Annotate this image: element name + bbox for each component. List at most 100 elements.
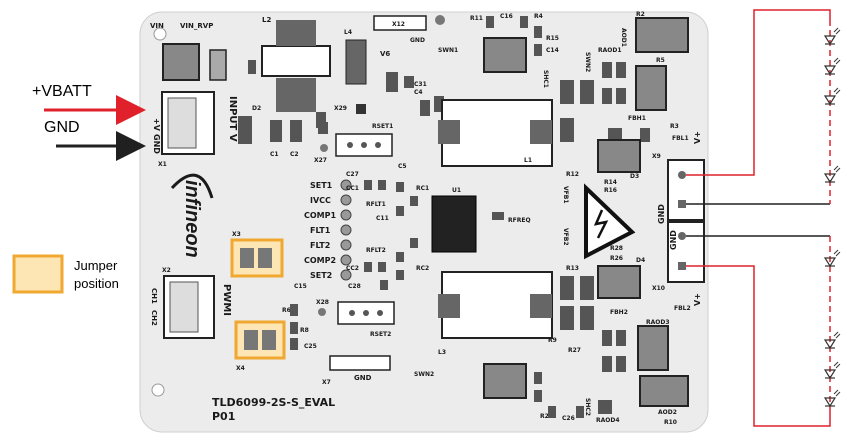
out-label-vplus-1: V+ bbox=[693, 131, 702, 144]
pwm-connector-inner bbox=[169, 281, 199, 333]
label-x7: X7 bbox=[322, 379, 331, 386]
smd-cluster-top-right bbox=[486, 16, 594, 142]
tp-comp1: COMP1 bbox=[304, 211, 336, 220]
jumper-legend-swatch bbox=[12, 254, 64, 294]
inductor-l3: L3 bbox=[438, 271, 553, 356]
label-c14: C14 bbox=[546, 47, 559, 54]
label-c25: C25 bbox=[304, 343, 317, 350]
label-r3: R3 bbox=[670, 123, 679, 130]
output-connector-x9 bbox=[667, 159, 705, 221]
label-x9: X9 bbox=[652, 153, 661, 160]
label-x28: X28 bbox=[316, 299, 329, 306]
label-aod1: AOD1 bbox=[620, 28, 627, 47]
testpoint-x28 bbox=[318, 308, 326, 316]
label-fbh2: FBH2 bbox=[610, 309, 628, 316]
vin-rvp-pad bbox=[209, 49, 227, 81]
label-rset1: RSET1 bbox=[372, 123, 393, 130]
svg-text:L1: L1 bbox=[524, 157, 532, 164]
label-c11: C11 bbox=[376, 215, 389, 222]
label-fbl1: FBL1 bbox=[672, 135, 689, 142]
smd-cluster-top bbox=[318, 72, 444, 134]
diode-d4 bbox=[597, 265, 641, 299]
label-shc2: SHC2 bbox=[584, 398, 591, 416]
hv-warning-icon bbox=[584, 183, 636, 260]
label-c28: C28 bbox=[348, 283, 361, 290]
label-fbl2: FBL2 bbox=[674, 305, 691, 312]
inductor-l2-pad-top bbox=[276, 20, 316, 46]
out-pin-3 bbox=[678, 232, 686, 240]
label-x29: X29 bbox=[334, 105, 347, 112]
rset2-pin-2 bbox=[363, 310, 369, 316]
label-swn2-top: SWN2 bbox=[584, 52, 591, 72]
mosfet-q2 bbox=[635, 17, 689, 53]
out-label-gnd-2: GND bbox=[669, 230, 678, 250]
label-rflt1: RFLT1 bbox=[366, 201, 386, 208]
label-c15: C15 bbox=[294, 283, 307, 290]
label-fbh1: FBH1 bbox=[628, 115, 646, 122]
header-x7 bbox=[329, 355, 391, 371]
output-wiring bbox=[686, 9, 831, 427]
label-l4: L4 bbox=[344, 29, 352, 36]
label-l2: L2 bbox=[262, 16, 271, 24]
label-d4: D4 bbox=[636, 257, 645, 264]
mosfet-q4 bbox=[637, 325, 669, 371]
tp-flt1: FLT1 bbox=[310, 226, 331, 235]
inductor-l4 bbox=[345, 39, 367, 85]
out-pin-1 bbox=[678, 171, 686, 179]
pwm-connector-ref: X2 bbox=[162, 267, 171, 274]
label-c4: C4 bbox=[414, 89, 423, 96]
label-r6: R6 bbox=[282, 307, 291, 314]
led-string-1 bbox=[824, 20, 841, 204]
inductor-l2 bbox=[261, 45, 331, 77]
led-string-2 bbox=[824, 236, 841, 410]
label-gnd-top: GND bbox=[410, 37, 425, 44]
out-label-gnd-1: GND bbox=[657, 204, 666, 224]
mosfet-q6 bbox=[483, 363, 527, 399]
testpoint-x27 bbox=[320, 144, 328, 152]
label-r13: R13 bbox=[566, 265, 579, 272]
label-c16: C16 bbox=[500, 13, 513, 20]
label-r27: R27 bbox=[568, 347, 581, 354]
label-vfb1: VFB1 bbox=[562, 186, 569, 204]
inductor-l2-pad-bot bbox=[276, 78, 316, 112]
jumper-x4: X4 bbox=[234, 320, 286, 372]
mosfet-q5 bbox=[639, 375, 689, 407]
label-r10: R10 bbox=[664, 419, 677, 426]
rset2-pin-1 bbox=[349, 310, 355, 316]
label-c2: C2 bbox=[290, 151, 299, 158]
smd-cluster-mid-left bbox=[290, 304, 298, 350]
label-r2: R2 bbox=[636, 11, 645, 18]
out-pin-4 bbox=[678, 262, 686, 270]
label-v6: V6 bbox=[380, 50, 390, 58]
rset1-pin-3 bbox=[375, 142, 381, 148]
svg-text:L3: L3 bbox=[438, 349, 446, 356]
svg-text:X4: X4 bbox=[236, 365, 245, 372]
vin-pad bbox=[162, 43, 200, 81]
part-x29 bbox=[356, 104, 366, 114]
input-connector-inner bbox=[167, 97, 197, 149]
infineon-logo: infineon bbox=[170, 173, 214, 258]
label-x12: X12 bbox=[392, 21, 405, 28]
input-connector-gnd: GND bbox=[152, 134, 161, 154]
board-rev: P01 bbox=[212, 410, 235, 423]
label-cc2: CC2 bbox=[346, 265, 359, 272]
tp-comp2: COMP2 bbox=[304, 256, 336, 265]
label-raod3: RAOD3 bbox=[646, 319, 670, 326]
tp-set2: SET2 bbox=[310, 271, 332, 280]
label-cc1: CC1 bbox=[346, 185, 359, 192]
label-shc1: SHC1 bbox=[542, 70, 549, 88]
label-r14: R14 bbox=[604, 179, 617, 186]
input-connector-title: INPUT V bbox=[227, 96, 238, 142]
label-c26: C26 bbox=[562, 415, 575, 422]
vbatt-label: +VBATT bbox=[32, 83, 92, 100]
smd-cluster-left bbox=[238, 60, 326, 144]
jumper-legend-label-2: position bbox=[74, 276, 119, 291]
out-pin-2 bbox=[678, 200, 686, 208]
label-vin: VIN bbox=[150, 22, 164, 30]
tp-flt2: FLT2 bbox=[310, 241, 330, 250]
label-r24: R24 bbox=[540, 413, 553, 420]
label-x27: X27 bbox=[314, 157, 327, 164]
inductor-l1: L1 bbox=[438, 99, 553, 167]
label-r4: R4 bbox=[534, 13, 543, 20]
label-r15: R15 bbox=[546, 35, 559, 42]
